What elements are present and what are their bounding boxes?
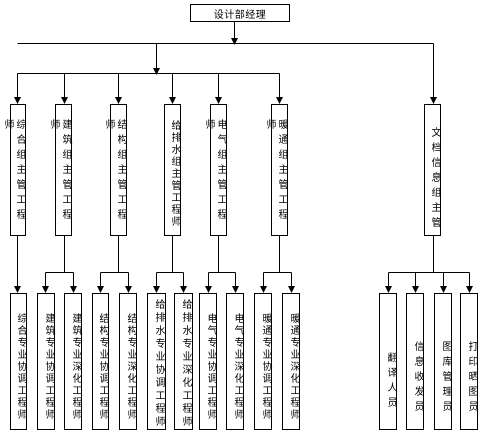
translator-box: 翻译人员	[379, 293, 397, 430]
print-blueprint-clerk-box: 打印晒图员	[460, 293, 478, 430]
structure-coordination-engineer-box: 结构专业协调工程师	[92, 293, 109, 430]
design-manager-box: 设计部经理	[190, 4, 290, 22]
plumbing-detailing-engineer-box: 给排水专业深化工程师	[174, 293, 193, 430]
electrical-detailing-engineer-box: 电气专业深化工程师	[226, 293, 244, 430]
architecture-coordination-engineer-box: 建筑专业协调工程师	[37, 293, 55, 430]
hvac-coordination-engineer-box: 暖通专业协调工程师	[254, 293, 272, 430]
plumbing-group-lead-box: 给排水组主管工程师	[164, 104, 181, 236]
design-manager-label: 设计部经理	[213, 9, 267, 21]
general-coordination-engineer-box: 综合专业协调工程师	[10, 293, 27, 430]
structure-group-lead-box: 结构组主管工程师	[103, 104, 127, 236]
arrowheads	[14, 38, 473, 293]
document-info-group-lead-box: 文档信息组主管	[424, 104, 441, 236]
drawing-library-admin-box: 图库管理员	[434, 293, 452, 430]
hvac-group-lead-box: 暖通组主管工程师	[264, 104, 288, 236]
electrical-group-lead-box: 电气组主管工程师	[203, 104, 227, 236]
structure-detailing-engineer-box: 结构专业深化工程师	[119, 293, 137, 430]
plumbing-coordination-engineer-box: 给排水专业协调工程师	[147, 293, 166, 430]
electrical-coordination-engineer-box: 电气专业协调工程师	[199, 293, 217, 430]
info-dispatcher-box: 信息收发员	[406, 293, 424, 430]
hvac-detailing-engineer-box: 暖通专业深化工程师	[282, 293, 300, 430]
general-group-lead-box: 综合组主管工程师	[2, 104, 26, 236]
architecture-group-lead-box: 建筑组主管工程师	[48, 104, 72, 236]
architecture-detailing-engineer-box: 建筑专业深化工程师	[64, 293, 82, 430]
